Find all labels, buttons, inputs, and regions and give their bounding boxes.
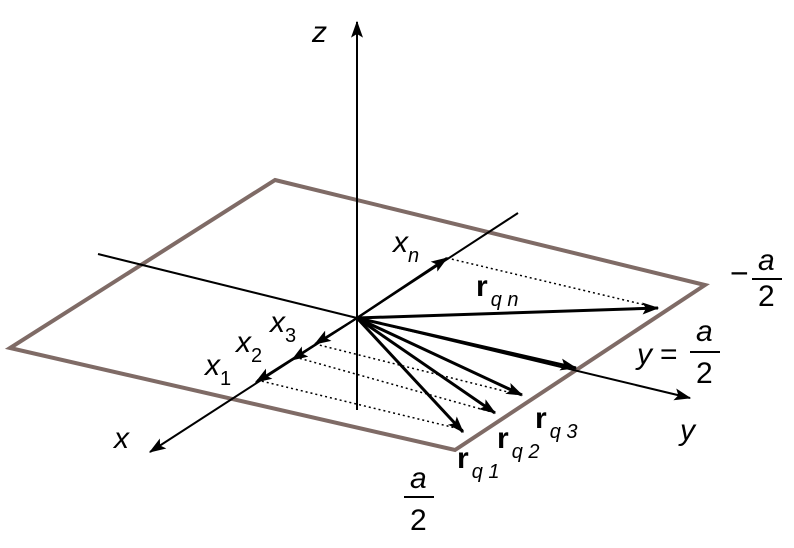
x2-sub: 2 (251, 345, 262, 367)
x2-label: x2 (234, 326, 262, 367)
z-axis-label: z (311, 16, 327, 49)
bottom-denominator: 2 (410, 504, 427, 537)
vector-rq3 (356, 316, 524, 397)
x3-base: x (268, 306, 286, 339)
xn-base: x (391, 226, 409, 259)
vector-rq1 (355, 316, 465, 434)
neg-numerator: a (758, 244, 775, 277)
rq1-sub: q 1 (472, 461, 500, 483)
x1-sub: 1 (220, 368, 231, 390)
rq3-base: r (535, 402, 547, 435)
vector-rq2 (356, 316, 496, 415)
x-axis-label: x (112, 422, 130, 455)
rq3-sub: q 3 (550, 421, 578, 443)
arrow-xn (356, 256, 448, 320)
rq1-base: r (457, 442, 469, 475)
vector-ry (356, 316, 578, 371)
fraction-a-half-bottom: a 2 (404, 462, 434, 537)
vector-rqn (356, 302, 660, 320)
y-eq-var: y (635, 338, 654, 371)
arrow-x1 (254, 317, 358, 383)
x3-sub: 3 (285, 325, 296, 347)
rqn-base: r (476, 270, 488, 303)
x2-base: x (234, 326, 252, 359)
dotted-line-xn (446, 257, 659, 309)
x1-label: x1 (203, 349, 231, 390)
dotted-line-x2 (294, 356, 496, 414)
y-eq-sign: = (660, 338, 678, 371)
neg-denominator: 2 (758, 280, 775, 313)
dotted-line-x3 (314, 343, 521, 396)
y-eq-numerator: a (696, 315, 713, 348)
left-axis-line (97, 253, 358, 319)
fraction-neg-a-half: − a 2 (730, 244, 782, 313)
rq2-base: r (497, 422, 509, 455)
rq2-sub: q 2 (512, 441, 540, 463)
xn-label: xn (391, 226, 419, 267)
plate-outline (4, 177, 710, 453)
x1-base: x (203, 349, 221, 382)
fraction-y-eq-a-half: y = a 2 (635, 315, 720, 390)
y-axis-label: y (678, 414, 697, 447)
neg-sign: − (730, 255, 749, 291)
y-eq-denominator: 2 (696, 357, 713, 390)
rqn-sub: q n (491, 289, 519, 311)
dotted-line-x1 (256, 379, 465, 431)
x3-label: x3 (268, 306, 296, 347)
bottom-numerator: a (410, 462, 427, 495)
xn-sub: n (408, 245, 419, 267)
